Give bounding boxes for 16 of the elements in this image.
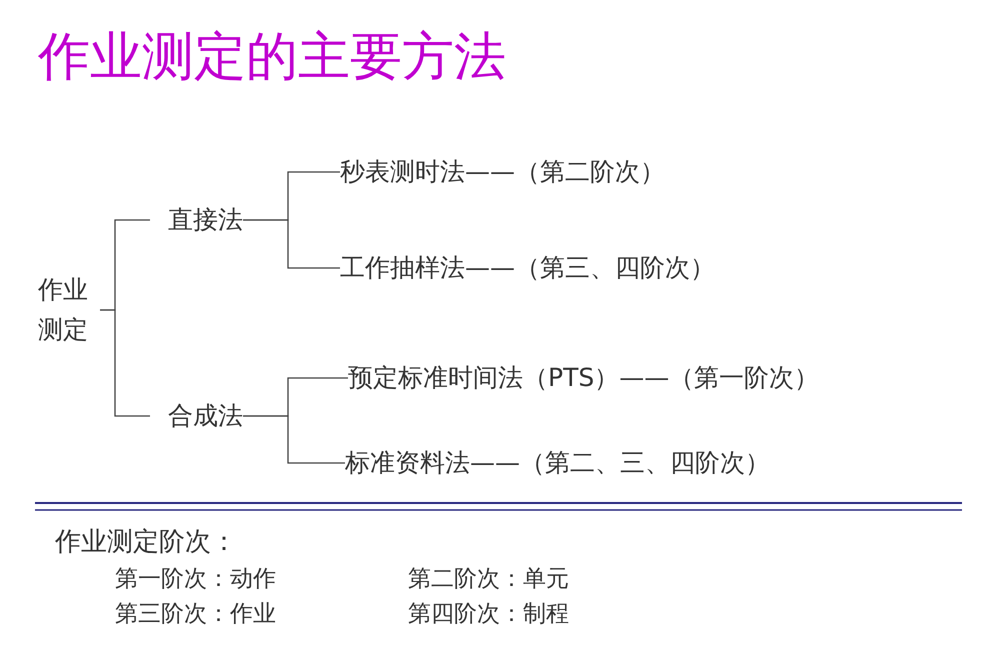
node-text: 工作抽样法——（第三、四阶次） [340, 248, 715, 288]
node-text: 直接法 [150, 200, 243, 240]
bracket-line [100, 309, 150, 417]
bracket-line [243, 415, 345, 464]
node-text: 作业测定 [38, 270, 100, 350]
node-text: 秒表测时法——（第二阶次） [340, 152, 665, 192]
note-text: 第四阶次：制程 [408, 600, 569, 629]
note-heading: 作业测定阶次： [55, 526, 237, 559]
node-text: 标准资料法——（第二、三、四阶次） [345, 443, 770, 483]
note-text: 第二阶次：单元 [408, 565, 569, 594]
note-text: 第三阶次：作业 [115, 600, 276, 629]
title: 作业测定的主要方法 [38, 26, 506, 89]
note-text: 第一阶次：动作 [115, 565, 276, 594]
node-text: 合成法 [150, 396, 243, 436]
node-text: 预定标准时间法（PTS）——（第一阶次） [348, 358, 820, 398]
bracket-line [243, 219, 340, 269]
